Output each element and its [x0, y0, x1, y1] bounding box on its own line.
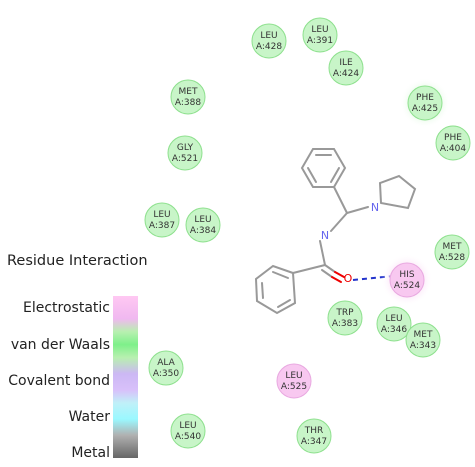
top-phenyl-double-bond-3 — [307, 167, 317, 183]
residue-phe404: PHE A:404 — [435, 125, 471, 161]
residue-number: A:350 — [153, 369, 179, 379]
residue-met528: MET A:528 — [434, 234, 470, 270]
residue-leu384: LEU A:384 — [185, 207, 221, 243]
left-phenyl-double-bond-3 — [277, 299, 291, 308]
residue-name: LEU — [385, 314, 402, 324]
legend-label-metal: Metal — [71, 445, 110, 461]
residue-gly521: GLY A:521 — [167, 135, 203, 171]
residue-number: A:425 — [412, 104, 438, 114]
residue-trp383: TRP A:383 — [327, 300, 363, 336]
residue-met388: MET A:388 — [170, 79, 206, 115]
residue-number: A:383 — [332, 319, 358, 329]
ch-to-pyrrolidine-n-bond — [346, 206, 369, 214]
residue-name: PHE — [416, 93, 434, 103]
residue-number: A:528 — [439, 253, 465, 263]
ch-to-amide-n-bond — [330, 212, 348, 232]
residue-name: HIS — [399, 270, 414, 280]
residue-name: LEU — [260, 31, 277, 41]
residue-leu391: LEU A:391 — [302, 17, 338, 53]
residue-name: ALA — [157, 358, 175, 368]
left-phenyl-double-bond-2 — [261, 282, 264, 299]
residue-ile424: ILE A:424 — [328, 50, 364, 86]
pyrrolidine-ring — [378, 174, 417, 210]
hydrogen-bond-his524 — [352, 275, 395, 281]
residue-number: A:387 — [149, 221, 175, 231]
residue-number: A:404 — [440, 144, 466, 154]
residue-name: MET — [179, 87, 198, 97]
residue-number: A:540 — [175, 432, 201, 442]
amide-n-to-carbonyl-bond — [319, 240, 326, 266]
ligand-structure — [254, 148, 417, 315]
residue-his524: HIS A:524 — [381, 254, 433, 306]
oxygen-label: O — [344, 272, 353, 285]
residue-number: A:525 — [281, 382, 307, 392]
residue-number: A:391 — [307, 36, 333, 46]
residue-number: A:388 — [175, 98, 201, 108]
residue-name: THR — [304, 426, 324, 436]
residue-name: LEU — [179, 421, 196, 431]
legend-color-bar — [113, 296, 138, 458]
amide-nitrogen-label: N — [321, 229, 329, 242]
residue-phe425: PHE A:425 — [400, 78, 450, 128]
phenyl-to-ch-bond — [333, 186, 348, 214]
left-phenyl-ring — [254, 264, 297, 315]
residue-name: LEU — [153, 210, 170, 220]
residue-name: PHE — [444, 133, 462, 143]
residue-name: GLY — [177, 143, 194, 153]
residue-thr347: THR A:347 — [296, 418, 332, 454]
residue-number: A:343 — [410, 341, 436, 351]
pyrrolidine-nitrogen-label: N — [371, 201, 379, 214]
residue-ala350: ALA A:350 — [148, 350, 184, 386]
residue-number: A:384 — [190, 226, 216, 236]
residue-leu540: LEU A:540 — [170, 413, 206, 449]
residue-name: TRP — [335, 308, 354, 318]
residue-name: LEU — [311, 25, 328, 35]
residue-name: ILE — [339, 58, 353, 68]
residue-number: A:346 — [381, 325, 407, 335]
residue-number: A:424 — [333, 69, 359, 79]
legend-label-covalent-bond: Covalent bond — [8, 373, 110, 389]
residue-name: LEU — [194, 215, 211, 225]
residue-leu428: LEU A:428 — [251, 23, 287, 59]
residue-leu525: LEU A:525 — [276, 363, 312, 399]
residue-name: LEU — [285, 371, 302, 381]
top-phenyl-double-bond-2 — [330, 167, 340, 183]
residue-leu387: LEU A:387 — [144, 202, 180, 238]
residue-met343: MET A:343 — [405, 322, 441, 358]
legend-title: Residue Interaction — [7, 253, 148, 269]
legend-label-electrostatic: Electrostatic — [23, 300, 110, 316]
carbonyl-double-bond — [321, 264, 345, 283]
residue-number: A:521 — [172, 154, 198, 164]
legend-label-water: Water — [68, 409, 110, 425]
residue-number: A:347 — [301, 437, 327, 447]
carbonyl-to-phenyl-bond — [292, 264, 326, 274]
residue-number: A:524 — [394, 281, 420, 291]
residue-leu346: LEU A:346 — [376, 306, 412, 342]
residue-number: A:428 — [256, 42, 282, 52]
interaction-legend: Residue Interaction Electrostatic van de… — [0, 0, 150, 467]
legend-label-van-der-waals: van der Waals — [10, 337, 110, 353]
left-phenyl-double-bond-1 — [272, 271, 289, 279]
residue-name: MET — [414, 330, 433, 340]
residue-name: MET — [443, 242, 462, 252]
